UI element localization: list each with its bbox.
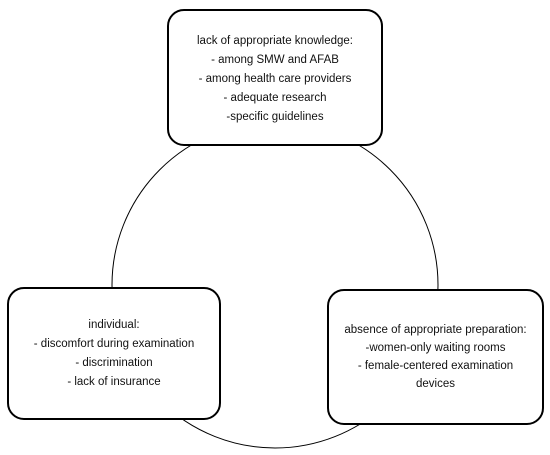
knowledge-item: - among health care providers bbox=[198, 73, 352, 85]
knowledge-box-title: lack of appropriate knowledge: bbox=[197, 35, 353, 47]
individual-item: - discrimination bbox=[75, 356, 153, 369]
preparation-item: -women-only waiting rooms bbox=[365, 342, 506, 354]
knowledge-item: - among SMW and AFAB bbox=[211, 54, 339, 66]
individual-box-title: individual: bbox=[88, 318, 140, 331]
knowledge-item: - adequate research bbox=[223, 92, 327, 104]
individual-box: individual: - discomfort during examinat… bbox=[7, 287, 221, 420]
preparation-box-title: absence of appropriate preparation: bbox=[344, 324, 527, 336]
individual-item: - discomfort during examination bbox=[33, 337, 195, 350]
preparation-item: - female-centered examination devices bbox=[357, 360, 514, 390]
individual-item: - lack of insurance bbox=[67, 375, 161, 388]
preparation-box: absence of appropriate preparation: -wom… bbox=[327, 289, 544, 425]
knowledge-box: lack of appropriate knowledge: - among S… bbox=[167, 9, 383, 146]
knowledge-item: -specific guidelines bbox=[226, 111, 324, 123]
